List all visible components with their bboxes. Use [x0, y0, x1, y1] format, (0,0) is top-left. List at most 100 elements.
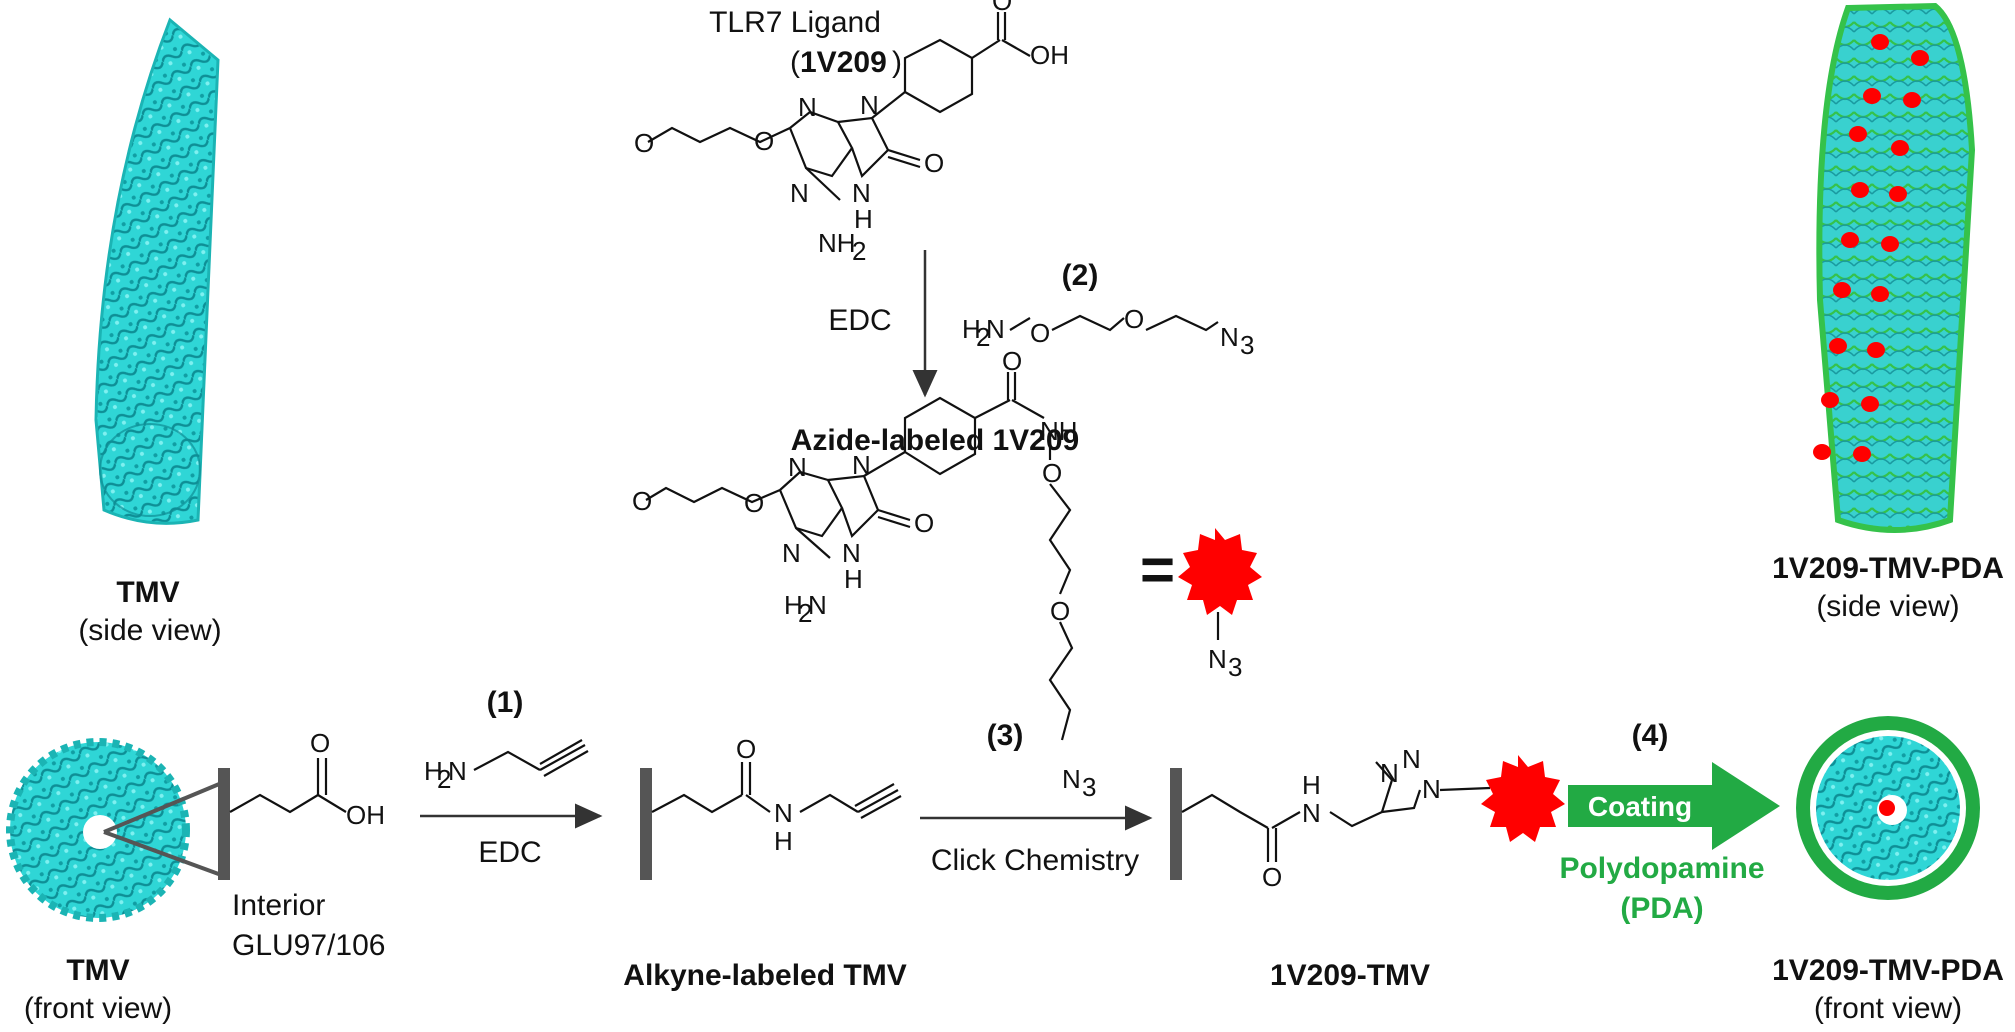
- ligand-dot: [1861, 396, 1879, 412]
- ligand-dot: [1813, 444, 1831, 460]
- azide-n7h: N: [842, 538, 861, 568]
- peg-n3: N: [1220, 322, 1239, 352]
- propargylamine-n: N: [448, 756, 467, 786]
- azide-h2n-n: N: [808, 590, 827, 620]
- ligand-dot: [1841, 232, 1859, 248]
- peg-h2n-h: H: [962, 314, 981, 344]
- ligand-dot: [1829, 338, 1847, 354]
- propargylamine-h2n: H: [424, 756, 443, 786]
- pda-front-label: 1V209-TMV-PDA: [1772, 954, 2004, 987]
- alkyne-amide-n: N: [774, 798, 793, 828]
- azide-n3: N: [782, 538, 801, 568]
- peg-h2n-n: N: [986, 314, 1005, 344]
- step-1-reagent: EDC: [478, 836, 541, 869]
- tmv-front-sublabel: (front view): [24, 992, 172, 1025]
- tlr7-ligand-title: TLR7 Ligand: [709, 6, 881, 39]
- triazole-n2: N: [1402, 744, 1421, 774]
- step-3-number: (3): [987, 719, 1024, 752]
- ligand-dot: [1891, 140, 1909, 156]
- peg-o2: O: [1124, 304, 1144, 334]
- tmv-side-label: TMV: [116, 576, 179, 609]
- azide-methoxy-o: O: [632, 486, 652, 516]
- alkyne-carbonyl-o: O: [736, 734, 756, 764]
- peg-o1: O: [1030, 318, 1050, 348]
- conj-amide-h: H: [1302, 770, 1321, 800]
- ligand-carbonyl-o: O: [924, 148, 944, 178]
- ligand-dot: [1853, 446, 1871, 462]
- azide-h2n-sub: 2: [798, 598, 812, 628]
- azide-n1: N: [788, 452, 807, 482]
- step-3-reagent: Click Chemistry: [931, 844, 1139, 877]
- ligand-dot: [1903, 92, 1921, 108]
- conj-carbonyl-o: O: [1262, 862, 1282, 892]
- azide-amide-nh: NH: [1040, 416, 1078, 446]
- equals-sign: =: [1140, 536, 1175, 603]
- glu-residue-label: GLU97/106: [232, 929, 385, 962]
- ligand-n9: N: [860, 90, 879, 120]
- ligand-dot: [1871, 34, 1889, 50]
- alkyne-amide-h: H: [774, 826, 793, 856]
- step-4-reagent: Coating: [1588, 791, 1692, 822]
- ligand-paren-open: (: [790, 46, 800, 79]
- interior-label: Interior: [232, 889, 325, 922]
- tmv-side-sublabel: (side view): [78, 614, 221, 647]
- triazole-n3: N: [1380, 758, 1399, 788]
- 1v209-tmv-conjugate-structure: [1170, 761, 1491, 880]
- peg-h2n-sub: 2: [976, 322, 990, 352]
- ligand-n1: N: [798, 92, 817, 122]
- alkyne-tmv-label: Alkyne-labeled TMV: [623, 959, 906, 992]
- pda-front-view-illustration: [1796, 716, 1980, 900]
- ligand-dot: [1833, 282, 1851, 298]
- azide-ether-o: O: [744, 488, 764, 518]
- azide-1v209-structure: [645, 372, 1074, 741]
- step-2-reagent: EDC: [828, 304, 891, 337]
- azide-terminal-n3-sub: 3: [1082, 772, 1096, 802]
- aminooxy-peg-azide-structure: [1009, 314, 1219, 332]
- step-2-number: (2): [1062, 259, 1099, 292]
- pda-side-sublabel: (side view): [1816, 590, 1959, 623]
- azide-h2n-h: H: [784, 590, 803, 620]
- ligand-dot: [1881, 236, 1899, 252]
- ligand-ether-o: O: [754, 126, 774, 156]
- ligand-acid-o: O: [992, 0, 1012, 16]
- pda-side-view-illustration: [1816, 2, 1976, 533]
- ligand-dot: [1821, 392, 1839, 408]
- ligand-symbol-red: [1178, 528, 1262, 640]
- ligand-dot: [1889, 186, 1907, 202]
- coating-material-name: Polydopamine: [1559, 852, 1764, 885]
- ligand-name: 1V209: [800, 46, 887, 79]
- step-4-number: (4): [1632, 719, 1669, 752]
- ligand-n7h-h: H: [854, 204, 873, 234]
- 1v209-tmv-label: 1V209-TMV: [1270, 959, 1430, 992]
- ligand-dot: [1867, 342, 1885, 358]
- ligand-methoxy-o: O: [634, 128, 654, 158]
- azide-peg-o: O: [1050, 596, 1070, 626]
- ligand-nh2-sub: 2: [852, 236, 866, 266]
- conjugated-ligand-symbol: [1481, 755, 1565, 842]
- glu-carbonyl-o: O: [310, 728, 330, 758]
- azide-carbonyl-o: O: [914, 508, 934, 538]
- ligand-dot: [1871, 286, 1889, 302]
- ligand-dot: [1851, 182, 1869, 198]
- ligand-dot: [1863, 88, 1881, 104]
- azide-n7h-h: H: [844, 564, 863, 594]
- tmv-front-label: TMV: [66, 954, 129, 987]
- step-4-coating-arrow: [1568, 762, 1780, 850]
- 1v209-structure: [647, 12, 1031, 201]
- propargylamine-structure: [473, 739, 589, 777]
- azide-n9: N: [852, 450, 871, 480]
- ligand-n3: N: [790, 178, 809, 208]
- pda-side-label: 1V209-TMV-PDA: [1772, 552, 2004, 585]
- ligand-nh2: NH: [818, 228, 856, 258]
- tmv-front-view-illustration: [6, 738, 225, 922]
- azide-amide-o: O: [1002, 346, 1022, 376]
- azide-oxy-o: O: [1042, 458, 1062, 488]
- ligand-symbol-n3-sub: 3: [1228, 652, 1242, 682]
- pda-surface-ligands: [1813, 34, 1929, 462]
- conj-amide-n: N: [1302, 798, 1321, 828]
- azide-terminal-n3: N: [1062, 764, 1081, 794]
- ligand-acid-oh: OH: [1030, 40, 1069, 70]
- ligand-dot: [1911, 50, 1929, 66]
- azide-1v209-label: Azide-labeled 1V209: [791, 424, 1079, 457]
